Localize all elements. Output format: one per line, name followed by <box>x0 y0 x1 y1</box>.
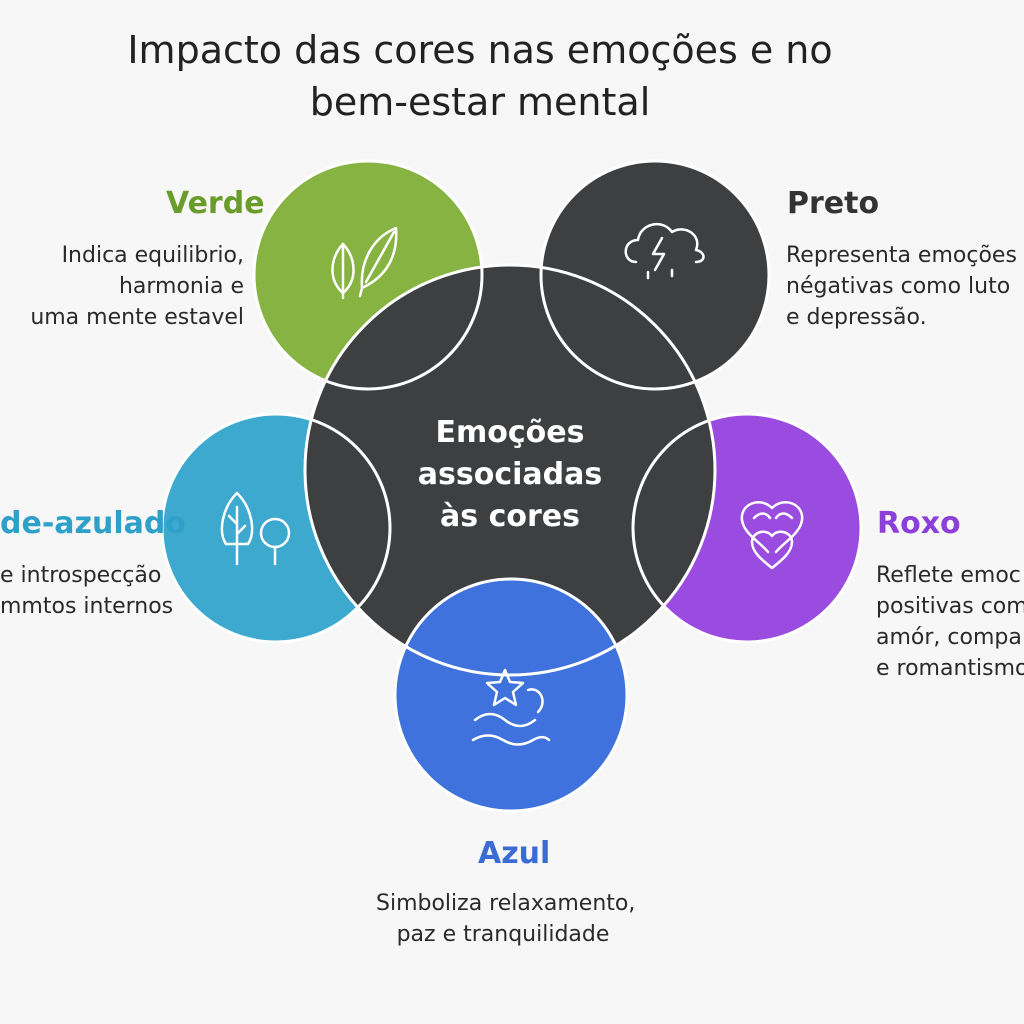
verde-description: Indica equilibrio, harmonia e uma mente … <box>30 240 244 333</box>
preto-label: Preto <box>787 186 880 221</box>
preto-desc-line: e depressão. <box>786 305 927 330</box>
preto-desc-line: négativas como luto <box>786 274 1011 299</box>
azul-circle <box>395 579 627 811</box>
verde-desc-line: uma mente estavel <box>30 305 244 330</box>
roxo-desc-line: e romantismo <box>876 656 1024 681</box>
center-label-line3: às cores <box>440 499 580 534</box>
storm-cloud-icon <box>624 222 705 280</box>
roxo-desc-line: positivas com <box>876 594 1024 619</box>
verde-desc-line: Indica equilibrio, <box>61 243 244 268</box>
roxo-desc-line: Reflete emoc <box>876 563 1021 588</box>
verde-label: Verde <box>166 186 265 221</box>
verde-azulado-description: e introspecção mmtos internos <box>0 560 173 622</box>
azul-description: Simboliza relaxamento, paz e tranquilida… <box>376 888 636 950</box>
preto-desc-line: Representa emoções <box>786 243 1017 268</box>
verde-azulado-desc-line: e introspecção <box>0 563 162 588</box>
verde-azulado-label: de-azulado <box>0 506 186 541</box>
preto-description: Representa emoções négativas como luto e… <box>786 240 1017 333</box>
roxo-label: Roxo <box>877 506 961 541</box>
roxo-description: Reflete emoc positivas com amór, compa e… <box>876 560 1024 684</box>
center-circle <box>305 265 715 675</box>
page-title-line2: bem-estar mental <box>309 80 651 124</box>
leaves-icon <box>331 226 398 300</box>
azul-desc-line: paz e tranquilidade <box>396 922 610 947</box>
center-label-line1: Emoções <box>435 415 585 450</box>
azul-label: Azul <box>478 836 551 871</box>
page-title-line1: Impacto das cores nas emoções e no <box>127 28 833 72</box>
center-label-line2: associadas <box>417 457 603 492</box>
roxo-desc-line: amór, compa <box>876 625 1022 650</box>
center-label: Emoções associadas às cores <box>385 412 635 538</box>
hearts-icon <box>740 501 804 570</box>
verde-desc-line: harmonia e <box>118 274 244 299</box>
star-waves-icon <box>471 668 551 746</box>
verde-azulado-desc-line: mmtos internos <box>0 594 174 619</box>
trees-icon <box>220 491 291 566</box>
page-title: Impacto das cores nas emoções e no bem-e… <box>0 24 960 128</box>
azul-desc-line: Simboliza relaxamento, <box>376 891 636 916</box>
